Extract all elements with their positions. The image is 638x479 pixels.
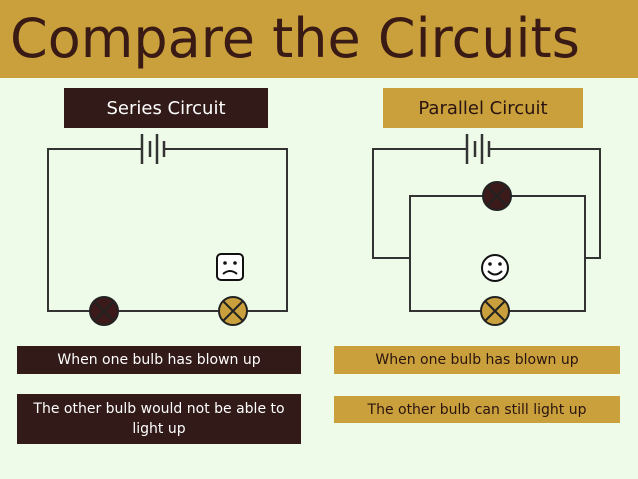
series-circuit (47, 134, 288, 312)
page-title: Compare the Circuits (10, 7, 580, 70)
parallel-outer-wire-left (372, 148, 467, 259)
parallel-heading: Parallel Circuit (383, 88, 583, 128)
title-bar: Compare the Circuits (0, 0, 638, 78)
parallel-branch-top (409, 195, 483, 258)
sad-face-icon (216, 253, 244, 281)
series-caption-result: The other bulb would not be able to ligh… (17, 394, 301, 444)
series-caption-blown: When one bulb has blown up (17, 346, 301, 374)
blown-bulb-icon (89, 296, 119, 326)
parallel-branch-bottom-right (509, 258, 586, 312)
parallel-branch-top-right (511, 195, 586, 258)
parallel-caption-result: The other bulb can still light up (334, 396, 620, 423)
blown-bulb-icon (482, 181, 512, 211)
battery-icon (140, 134, 166, 164)
parallel-outer-wire-right (489, 148, 601, 259)
series-wire (47, 148, 142, 312)
happy-face-icon (481, 254, 509, 282)
parallel-circuit (372, 134, 601, 312)
lit-bulb-icon (480, 296, 510, 326)
series-wire-right (164, 148, 288, 312)
series-heading: Series Circuit (64, 88, 268, 128)
battery-icon (465, 134, 491, 164)
unlit-bulb-icon (218, 296, 248, 326)
parallel-caption-blown: When one bulb has blown up (334, 346, 620, 374)
parallel-branch-bottom (409, 258, 481, 312)
